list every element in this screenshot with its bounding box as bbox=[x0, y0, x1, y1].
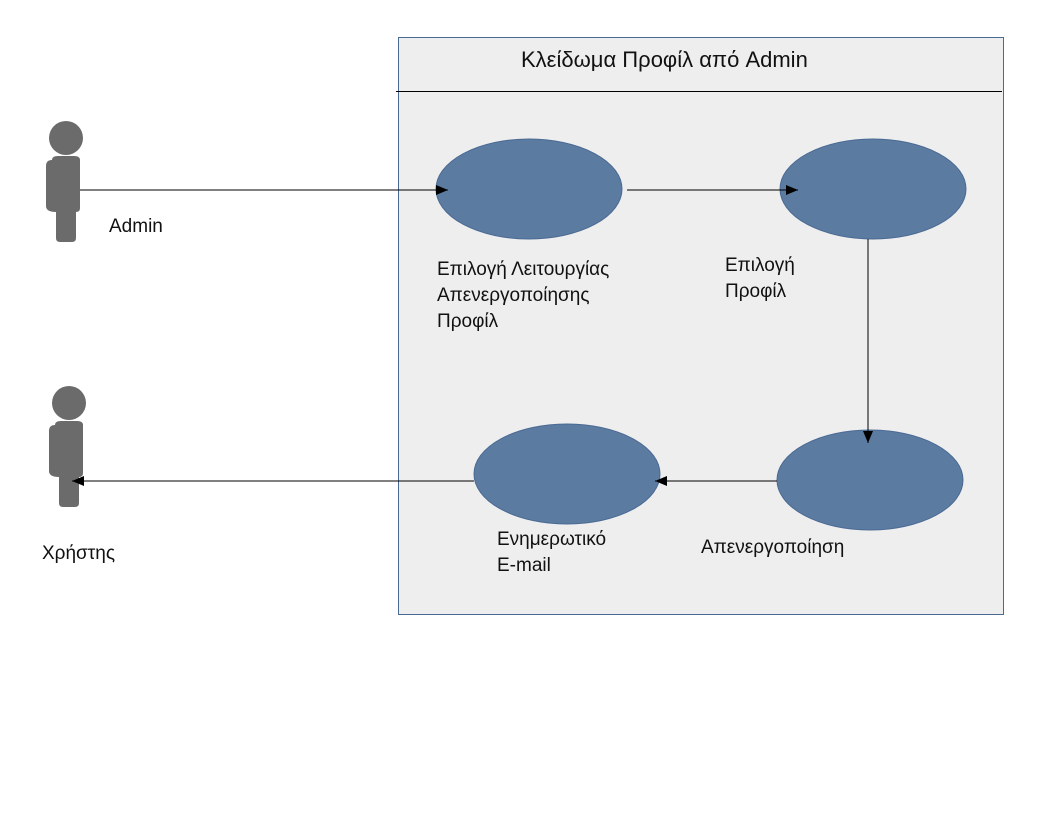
use-case-deactivation-label: Απενεργοποίηση bbox=[701, 535, 844, 561]
admin-actor-icon bbox=[46, 121, 83, 242]
use-case-label-line: Απενεργοποίηση bbox=[701, 537, 845, 558]
use-case-select-function bbox=[435, 138, 623, 240]
use-case-select-profile-label: Επιλογή Προφίλ bbox=[725, 253, 795, 305]
use-case-label-line: Προφίλ bbox=[725, 281, 787, 302]
use-case-notification-email bbox=[473, 423, 661, 525]
use-case-label-line: Ενημερωτικό bbox=[497, 529, 607, 550]
user-actor-icon bbox=[49, 386, 86, 507]
user-actor-label: Χρήστης bbox=[42, 543, 116, 564]
use-case-label-line: Επιλογή Λειτουργίας bbox=[437, 259, 610, 280]
use-case-select-function-label: Επιλογή Λειτουργίας Απενεργοποίησης Προφ… bbox=[437, 257, 609, 335]
use-case-label-line: E-mail bbox=[497, 555, 551, 576]
admin-actor-label: Admin bbox=[109, 216, 163, 237]
use-case-select-profile bbox=[779, 138, 967, 240]
use-case-deactivation bbox=[776, 429, 964, 531]
use-case-label-line: Προφίλ bbox=[437, 311, 499, 332]
use-case-label-line: Απενεργοποίησης bbox=[437, 285, 590, 306]
use-case-label-line: Επιλογή bbox=[725, 255, 795, 276]
use-case-notification-email-label: Ενημερωτικό E-mail bbox=[497, 527, 606, 579]
system-title: Κλείδωμα Προφίλ από Admin bbox=[521, 47, 808, 72]
